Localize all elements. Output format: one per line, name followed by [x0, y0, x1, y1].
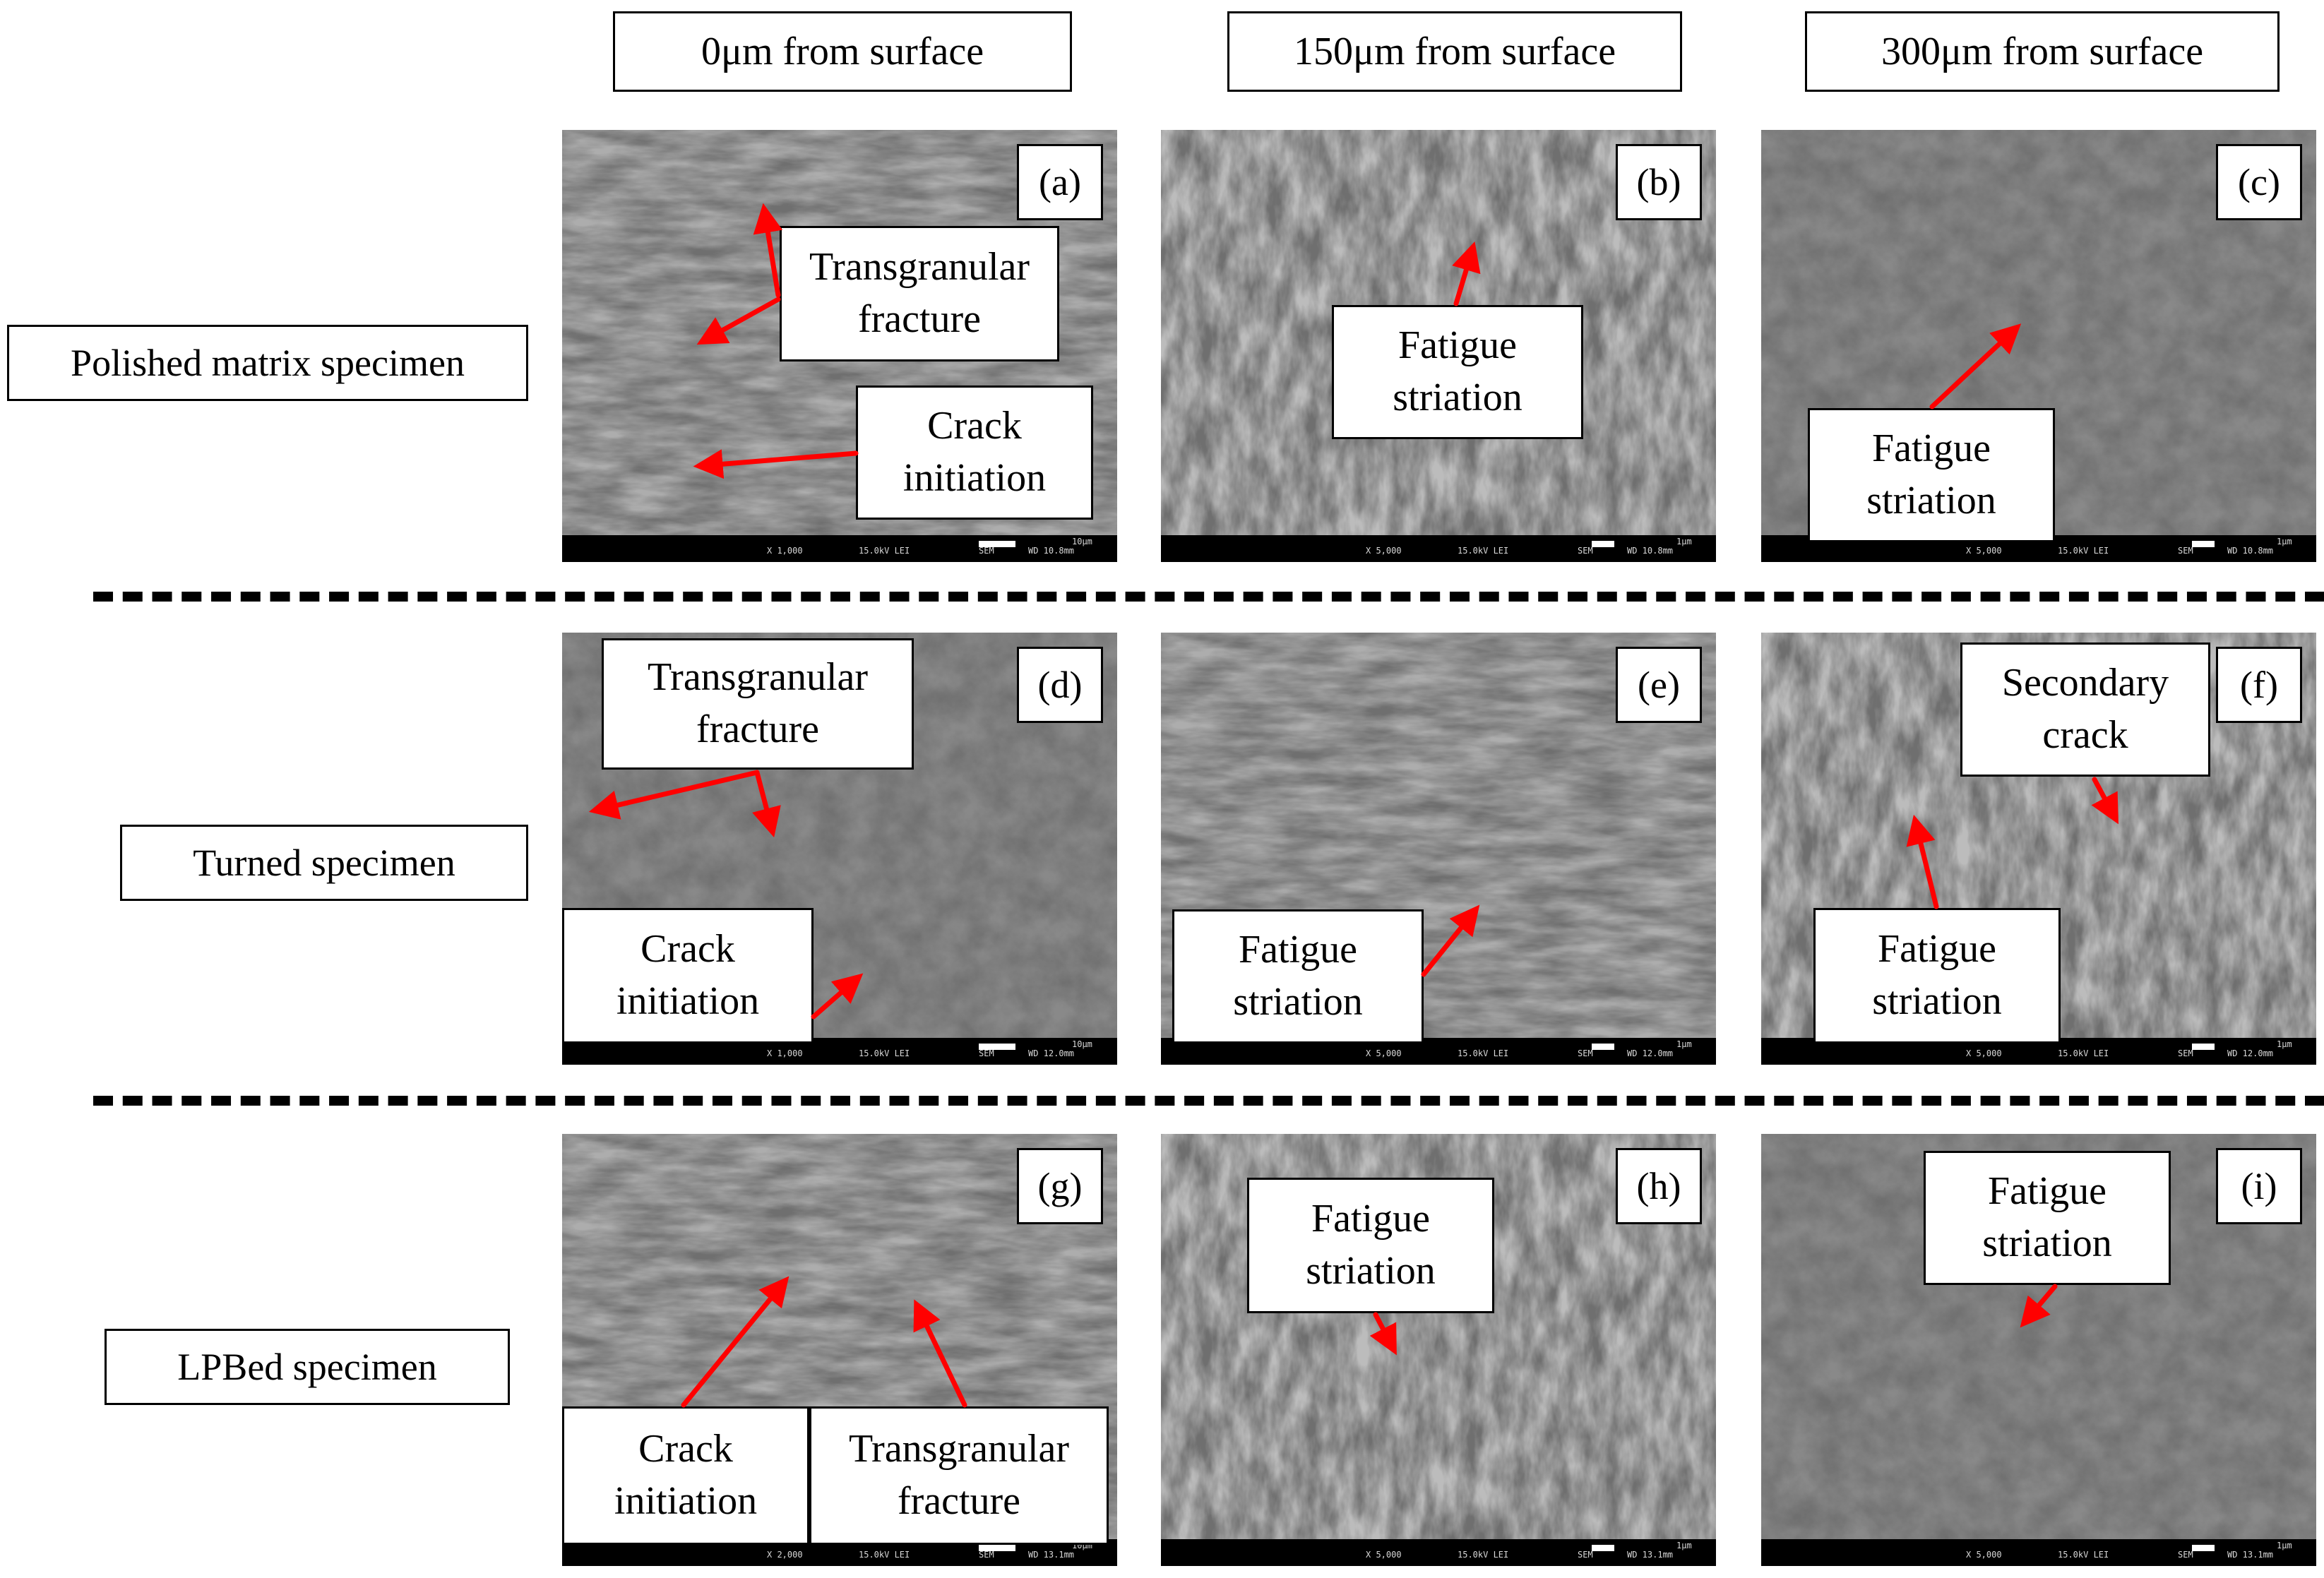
callout-crack-initiation-g: Crack initiation	[562, 1406, 809, 1545]
callout-crack-initiation-d: Crack initiation	[562, 908, 814, 1044]
magnification: X 5,000	[1366, 546, 1402, 556]
row-header-turned: Turned specimen	[120, 825, 528, 901]
panel-label-d: (d)	[1017, 647, 1103, 723]
row-divider-1	[93, 592, 2324, 602]
row-header-lpbed: LPBed specimen	[105, 1329, 510, 1405]
voltage: 15.0kV LEI	[1458, 546, 1509, 556]
working-distance: WD 13.1mm	[2227, 1550, 2274, 1560]
scale-bar	[979, 1044, 1015, 1050]
panel-label-i: (i)	[2216, 1148, 2302, 1224]
working-distance: WD 12.0mm	[2227, 1048, 2274, 1058]
scale-bar	[979, 541, 1015, 547]
working-distance: WD 10.8mm	[1028, 546, 1075, 556]
callout-transgranular-fracture-g: Transgranular fracture	[809, 1406, 1109, 1545]
panel-label-h: (h)	[1616, 1148, 1702, 1224]
magnification: X 5,000	[1366, 1550, 1402, 1560]
mode: SEM	[979, 546, 994, 556]
mode: SEM	[1578, 546, 1593, 556]
sem-panel-e: X 5,000 15.0kV LEI SEM WD 12.0mm 1μm (e)	[1161, 633, 1716, 1065]
panel-label-g: (g)	[1017, 1148, 1103, 1224]
working-distance: WD 10.8mm	[2227, 546, 2274, 556]
sem-info-bar: X 1,000 15.0kV LEI SEM WD 10.8mm 10μm	[562, 535, 1117, 562]
scale-bar	[1592, 1545, 1614, 1551]
voltage: 15.0kV LEI	[1458, 1550, 1509, 1560]
callout-fatigue-striation-e: Fatigue striation	[1172, 909, 1424, 1044]
working-distance: WD 13.1mm	[1627, 1550, 1674, 1560]
scale-bar	[1592, 1044, 1614, 1050]
magnification: X 5,000	[1966, 1550, 2002, 1560]
callout-fatigue-striation-f: Fatigue striation	[1813, 908, 2061, 1044]
scale-label: 10μm	[1072, 1039, 1092, 1049]
panel-label-e: (e)	[1616, 647, 1702, 723]
sem-info-bar: X 5,000 15.0kV LEI SEM WD 13.1mm 1μm	[1161, 1539, 1716, 1566]
callout-transgranular-fracture-d: Transgranular fracture	[602, 638, 914, 770]
voltage: 15.0kV LEI	[859, 546, 910, 556]
scale-bar	[2192, 1545, 2215, 1551]
magnification: X 5,000	[1966, 1048, 2002, 1058]
callout-crack-initiation-a: Crack initiation	[856, 385, 1093, 520]
mode: SEM	[2178, 546, 2193, 556]
callout-fatigue-striation-b: Fatigue striation	[1332, 305, 1583, 439]
panel-label-a: (a)	[1017, 144, 1103, 220]
mode: SEM	[1578, 1550, 1593, 1560]
scale-bar	[2192, 1044, 2215, 1050]
mode: SEM	[1578, 1048, 1593, 1058]
voltage: 15.0kV LEI	[2058, 546, 2109, 556]
magnification: X 2,000	[767, 1550, 803, 1560]
magnification: X 1,000	[767, 546, 803, 556]
callout-fatigue-striation-c: Fatigue striation	[1808, 408, 2055, 542]
voltage: 15.0kV LEI	[859, 1550, 910, 1560]
magnification: X 5,000	[1366, 1048, 1402, 1058]
voltage: 15.0kV LEI	[2058, 1550, 2109, 1560]
scale-label: 1μm	[2277, 1541, 2292, 1550]
scale-bar	[979, 1545, 1015, 1551]
row-header-polished: Polished matrix specimen	[7, 325, 528, 401]
scale-label: 1μm	[1676, 1039, 1692, 1049]
mode: SEM	[979, 1048, 994, 1058]
column-header-0um: 0μm from surface	[613, 11, 1072, 92]
working-distance: WD 13.1mm	[1028, 1550, 1075, 1560]
callout-secondary-crack-f: Secondary crack	[1960, 642, 2210, 777]
scale-label: 1μm	[1676, 1541, 1692, 1550]
scale-label: 1μm	[1676, 537, 1692, 546]
scale-label: 10μm	[1072, 537, 1092, 546]
column-header-300um: 300μm from surface	[1805, 11, 2280, 92]
voltage: 15.0kV LEI	[859, 1048, 910, 1058]
sem-panel-i: X 5,000 15.0kV LEI SEM WD 13.1mm 1μm (i)	[1761, 1134, 2316, 1566]
mode: SEM	[979, 1550, 994, 1560]
mode: SEM	[2178, 1550, 2193, 1560]
callout-fatigue-striation-h: Fatigue striation	[1247, 1178, 1494, 1313]
mode: SEM	[2178, 1048, 2193, 1058]
magnification: X 1,000	[767, 1048, 803, 1058]
callout-fatigue-striation-i: Fatigue striation	[1924, 1151, 2171, 1285]
row-divider-2	[93, 1096, 2324, 1106]
column-header-150um: 150μm from surface	[1227, 11, 1682, 92]
scale-label: 1μm	[2277, 537, 2292, 546]
voltage: 15.0kV LEI	[1458, 1048, 1509, 1058]
scale-bar	[1592, 541, 1614, 547]
working-distance: WD 12.0mm	[1028, 1048, 1075, 1058]
magnification: X 5,000	[1966, 546, 2002, 556]
callout-transgranular-fracture-a: Transgranular fracture	[780, 226, 1059, 361]
voltage: 15.0kV LEI	[2058, 1048, 2109, 1058]
panel-label-c: (c)	[2216, 144, 2302, 220]
panel-label-b: (b)	[1616, 144, 1702, 220]
sem-info-bar: X 5,000 15.0kV LEI SEM WD 10.8mm 1μm	[1161, 535, 1716, 562]
working-distance: WD 10.8mm	[1627, 546, 1674, 556]
panel-label-f: (f)	[2216, 647, 2302, 723]
scale-label: 1μm	[2277, 1039, 2292, 1049]
working-distance: WD 12.0mm	[1627, 1048, 1674, 1058]
scale-bar	[2192, 541, 2215, 547]
sem-info-bar: X 5,000 15.0kV LEI SEM WD 13.1mm 1μm	[1761, 1539, 2316, 1566]
